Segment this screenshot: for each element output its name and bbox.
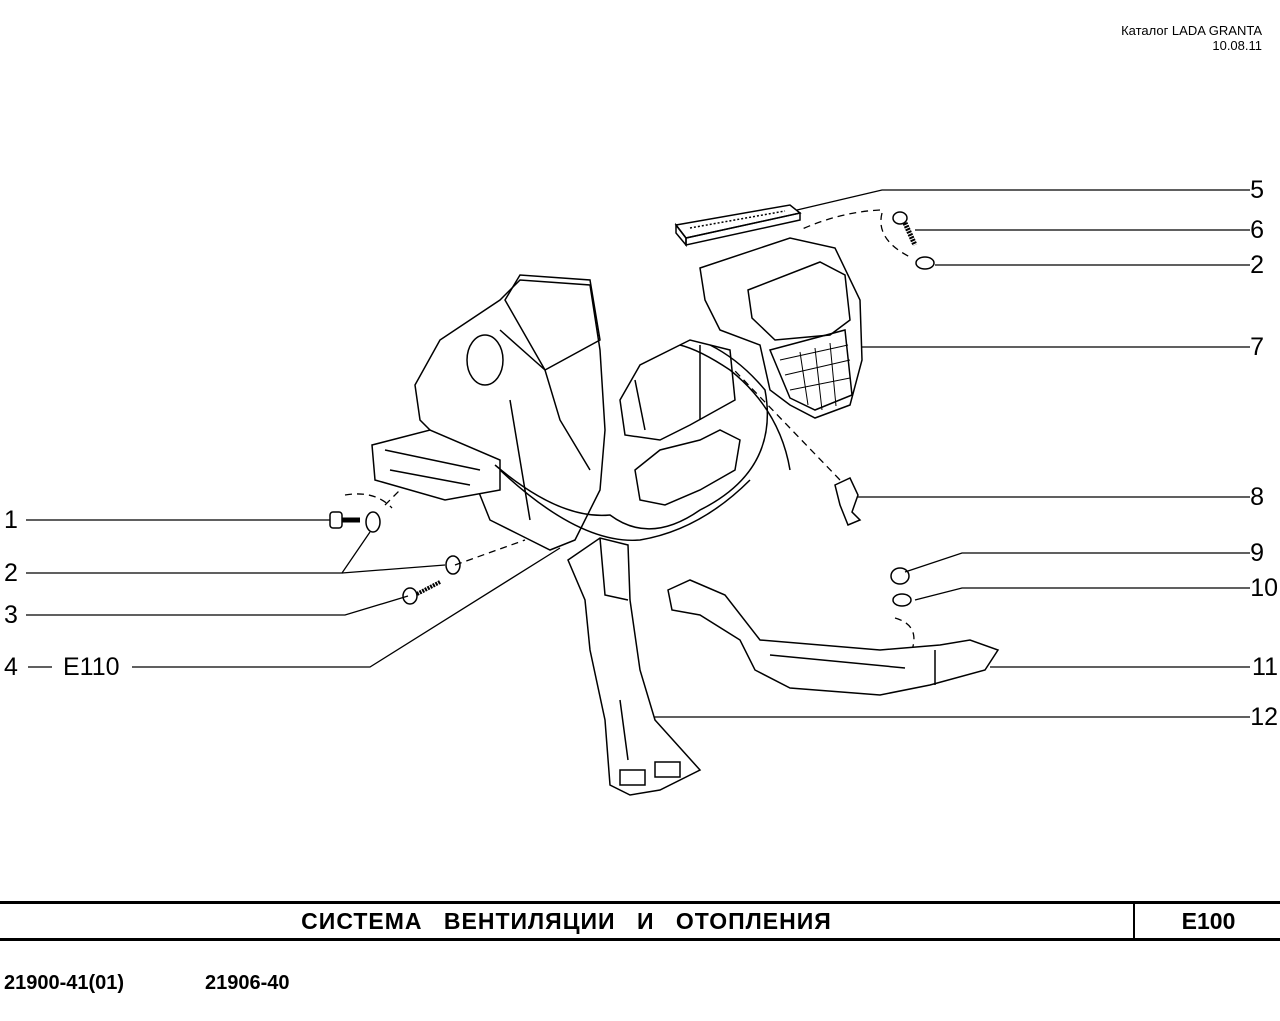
parts-diagram [26, 189, 1250, 796]
model-code-1: 21900-41(01) [4, 972, 125, 994]
actuator-cables [494, 344, 791, 542]
section-code: E100 [1133, 904, 1280, 938]
heater-body [371, 274, 606, 551]
cabin-filter [674, 204, 802, 248]
model-code-2: 21906-40 [205, 972, 290, 994]
callout-2-left: 2 [4, 559, 18, 587]
callout-3: 3 [4, 601, 18, 629]
callout-9: 9 [1250, 539, 1264, 567]
floor-duct-left [567, 537, 702, 796]
callout-4: 4 [4, 653, 18, 681]
fasteners [329, 211, 935, 607]
catalog-date: 10.08.11 [1212, 38, 1262, 53]
center-duct [619, 339, 736, 441]
catalog-title: Каталог LADA GRANTA [1121, 23, 1262, 38]
callout-8: 8 [1250, 483, 1264, 511]
callout-6: 6 [1250, 216, 1264, 244]
callout-11: 11 [1252, 653, 1278, 681]
title-bar: СИСТЕМА ВЕНТИЛЯЦИИ И ОТОПЛЕНИЯ E100 [0, 901, 1280, 941]
callout-5: 5 [1250, 176, 1264, 204]
floor-duct-right [667, 579, 1000, 696]
leader-lines [26, 189, 1250, 729]
callout-4-ref[interactable]: E110 [63, 653, 120, 681]
section-title: СИСТЕМА ВЕНТИЛЯЦИИ И ОТОПЛЕНИЯ [301, 908, 832, 934]
blower-housing [699, 237, 863, 419]
callout-10: 10 [1250, 574, 1278, 602]
callout-7: 7 [1250, 333, 1264, 361]
callout-1: 1 [4, 506, 18, 534]
cable-clip [834, 477, 862, 526]
callout-2-right: 2 [1250, 251, 1264, 279]
callout-12: 12 [1250, 703, 1278, 731]
